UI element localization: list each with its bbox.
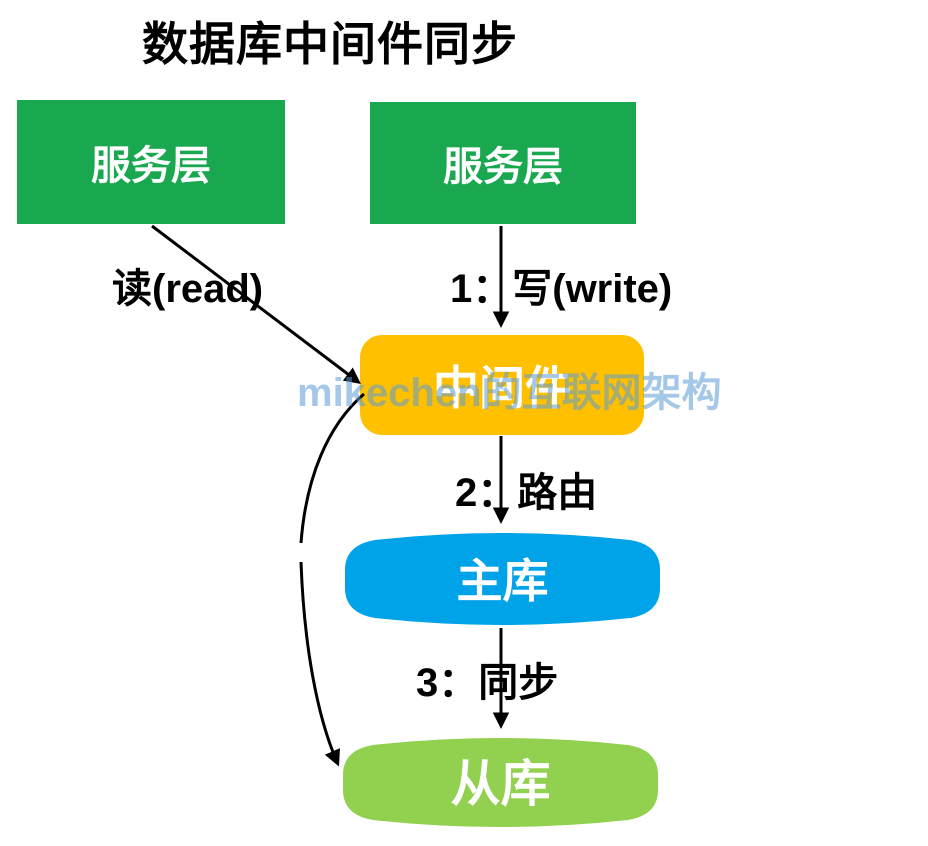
edge-label-write: 1：写(write) xyxy=(450,267,673,311)
node-middleware-label: 中间件 xyxy=(433,362,571,414)
watermark-text: mikechen的互联网架构 xyxy=(297,371,722,415)
page-title: 数据库中间件同步 xyxy=(142,18,518,70)
master-db-shape xyxy=(345,533,660,625)
node-service-layer-right-label: 服务层 xyxy=(443,145,563,189)
edge-label-sync: 3：同步 xyxy=(416,661,559,705)
slave-db-shape xyxy=(343,738,658,827)
edge-label-route: 2：路由 xyxy=(455,471,598,515)
read-path-curve-upper xyxy=(299,392,365,544)
node-master-db-label: 主库 xyxy=(456,555,549,607)
node-middleware: 中间件 xyxy=(360,335,644,435)
node-slave-db: 从库 xyxy=(343,734,658,826)
edge-label-read: 读(read) xyxy=(112,267,264,311)
node-service-layer-left-label: 服务层 xyxy=(91,144,211,188)
node-service-layer-left: 服务层 xyxy=(17,100,285,224)
node-master-db: 主库 xyxy=(345,530,660,626)
read-path-curve-lower xyxy=(299,561,340,767)
node-service-layer-right: 服务层 xyxy=(370,102,636,224)
node-slave-db-label: 从库 xyxy=(450,756,551,812)
read-arrow xyxy=(151,224,361,384)
